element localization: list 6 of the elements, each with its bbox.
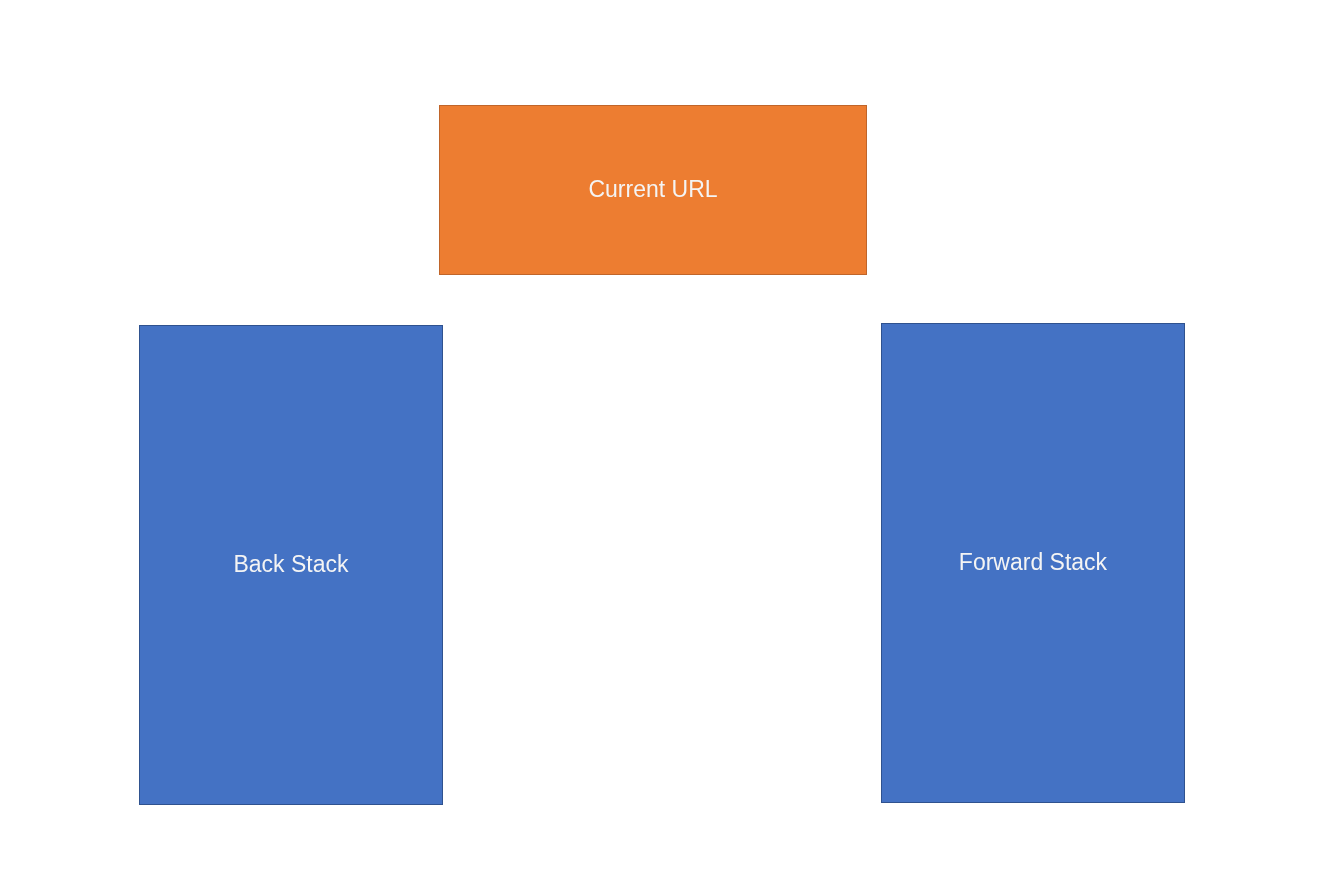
stack-box: [881, 323, 1185, 803]
box-label: Current URL: [588, 176, 718, 204]
box-label: Back Stack: [233, 551, 349, 579]
box-label: Forward Stack: [958, 549, 1108, 577]
url-box: [439, 105, 867, 275]
stack-box: [139, 325, 443, 805]
